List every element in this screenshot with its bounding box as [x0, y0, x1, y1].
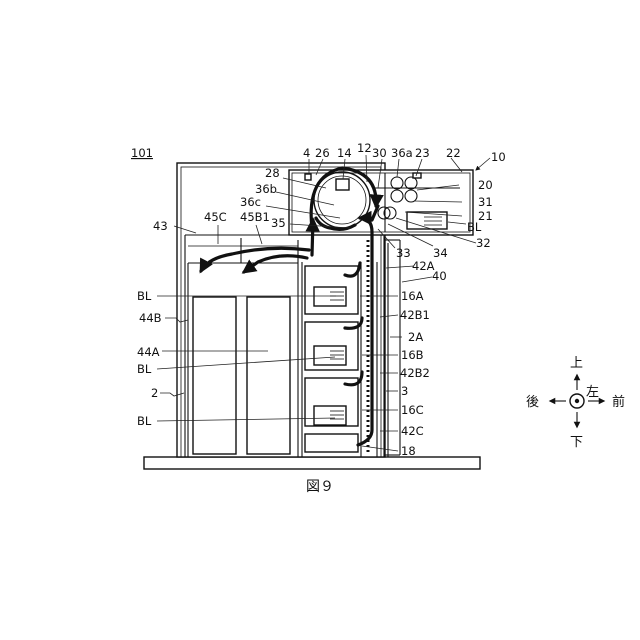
label-18: 18	[401, 444, 416, 458]
label-43: 43	[153, 219, 168, 233]
label-20: 20	[478, 178, 493, 192]
label-31: 31	[478, 195, 493, 209]
label-42B2: 42B2	[400, 366, 430, 380]
label-30: 30	[372, 146, 387, 160]
label-33: 33	[396, 246, 411, 260]
label-BL-top: BL	[467, 220, 482, 234]
label-10: 10	[491, 150, 506, 164]
label-28: 28	[265, 166, 280, 180]
label-36c: 36c	[240, 195, 261, 209]
label-2A: 2A	[408, 330, 423, 344]
label-BL-3: BL	[137, 414, 152, 428]
label-36a: 36a	[391, 146, 413, 160]
label-16B: 16B	[401, 348, 424, 362]
compass-left: 左	[586, 385, 599, 400]
direction-compass: 上 下 後 前 左	[526, 356, 625, 450]
figure-caption: 図９	[306, 479, 334, 495]
compass-down: 下	[570, 435, 583, 450]
label-101: 101	[131, 146, 153, 160]
label-22: 22	[446, 146, 461, 160]
compass-front: 前	[612, 394, 625, 410]
label-BL-2: BL	[137, 362, 152, 376]
compass-up: 上	[570, 356, 583, 371]
label-35: 35	[271, 216, 286, 230]
label-3: 3	[401, 384, 408, 398]
label-26: 26	[315, 146, 330, 160]
label-16A: 16A	[401, 289, 424, 303]
cassette-44B	[193, 297, 236, 454]
label-34: 34	[433, 246, 448, 260]
label-42C: 42C	[401, 424, 424, 438]
label-32: 32	[476, 236, 491, 250]
compass-back: 後	[526, 395, 539, 410]
label-4: 4	[303, 146, 310, 160]
label-2: 2	[151, 386, 158, 400]
label-16C: 16C	[401, 403, 424, 417]
label-44B: 44B	[139, 311, 162, 325]
label-40: 40	[432, 269, 447, 283]
label-44A: 44A	[137, 345, 160, 359]
label-45C: 45C	[204, 210, 227, 224]
label-45B1: 45B1	[240, 210, 270, 224]
label-14: 14	[337, 146, 352, 160]
base-plate	[144, 457, 480, 469]
label-36b: 36b	[255, 182, 277, 196]
label-BL-1: BL	[137, 289, 152, 303]
cassette-44A	[247, 297, 290, 454]
label-42B1: 42B1	[400, 308, 430, 322]
label-23: 23	[415, 146, 430, 160]
label-12: 12	[357, 141, 372, 155]
